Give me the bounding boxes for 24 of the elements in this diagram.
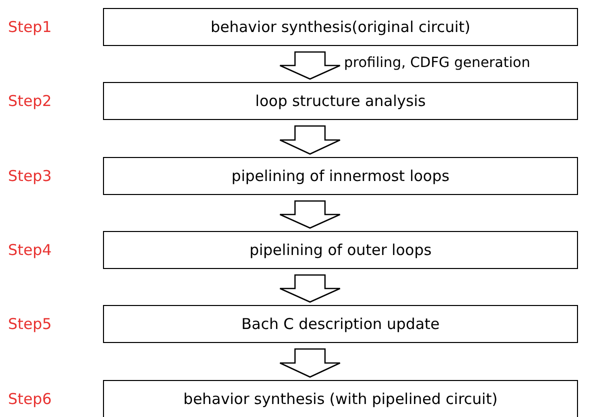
step-text: pipelining of outer loops [249, 241, 432, 259]
step-label: Step5 [8, 315, 52, 333]
hollow-arrow [279, 274, 341, 303]
process-box [103, 82, 578, 120]
process-box [103, 231, 578, 269]
step-text: Bach C description update [241, 315, 440, 333]
edge-label: profiling, CDFG generation [344, 54, 530, 72]
hollow-arrow [279, 348, 341, 378]
step-label: Step2 [8, 92, 52, 110]
step-label: Step4 [8, 241, 52, 259]
step-text: pipelining of innermost loops [232, 167, 450, 185]
step-text: behavior synthesis (with pipelined circuit) [183, 390, 498, 408]
process-box [103, 157, 578, 195]
step-label: Step6 [8, 390, 52, 408]
process-box [103, 380, 578, 417]
process-box [103, 305, 578, 343]
step-label: Step3 [8, 167, 52, 185]
process-box [103, 8, 578, 46]
step-text: loop structure analysis [255, 92, 426, 110]
hollow-arrow [279, 125, 341, 155]
step-text: behavior synthesis(original circuit) [210, 18, 470, 36]
step-label: Step1 [8, 18, 52, 36]
hollow-arrow [279, 200, 341, 229]
hollow-arrow [279, 51, 341, 80]
